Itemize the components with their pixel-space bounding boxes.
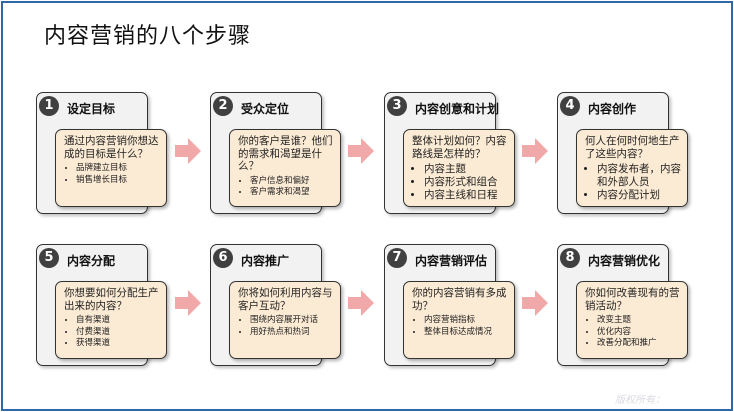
- step-number-badge: 7: [387, 248, 407, 268]
- watermark-text: 版权所有：: [615, 395, 665, 406]
- step-bullets: 改变主题 优化内容 改善分配和推广: [585, 315, 681, 350]
- step-card-4: 4 内容创作 何人在何时何地生产了这些内容？ 内容发布者，内容和外部人员 内容分…: [557, 92, 697, 214]
- step-title: 内容创意和计划: [415, 102, 500, 116]
- step-bullets: 内容主题 内容形式和组合 内容主线和日程: [412, 163, 508, 202]
- step-detail-card: 整体计划如何？内容路线是怎样的？ 内容主题 内容形式和组合 内容主线和日程: [403, 129, 515, 207]
- bullet-item: 客户信息和偏好: [250, 176, 334, 188]
- bullet-item: 获得渠道: [76, 338, 160, 350]
- step-card-2: 2 受众定位 你的客户是谁？他们的需求和渴望是什么？ 客户信息和偏好 客户需求和…: [210, 92, 350, 214]
- step-detail-card: 何人在何时何地生产了这些内容？ 内容发布者，内容和外部人员 内容分配计划: [576, 129, 688, 207]
- right-arrow-icon: [175, 290, 201, 316]
- step-detail-card: 你如何改善现有的营销活动？ 改变主题 优化内容 改善分配和推广: [576, 281, 688, 359]
- step-question: 你的客户是谁？他们的需求和渴望是什么？: [238, 135, 333, 172]
- step-bullets: 围绕内容展开对话 用好热点和热词: [238, 315, 334, 338]
- right-arrow-icon: [522, 138, 548, 164]
- right-arrow-icon: [348, 138, 374, 164]
- step-number-badge: 8: [560, 248, 580, 268]
- step-question: 你如何改善现有的营销活动？: [585, 287, 680, 312]
- step-question: 何人在何时何地生产了这些内容？: [585, 135, 680, 160]
- step-number-badge: 6: [213, 248, 233, 268]
- step-detail-card: 你的客户是谁？他们的需求和渴望是什么？ 客户信息和偏好 客户需求和渴望: [229, 129, 341, 207]
- bullet-item: 改变主题: [597, 315, 681, 327]
- bullet-item: 内容营销指标: [424, 315, 508, 327]
- step-bullets: 品牌建立目标 销售增长目标: [64, 163, 160, 186]
- step-title: 内容推广: [241, 254, 290, 268]
- step-card-7: 7 内容营销评估 你的内容营销有多成功？ 内容营销指标 整体目标达成情况: [384, 244, 524, 366]
- step-detail-card: 通过内容营销你想达成的目标是什么？ 品牌建立目标 销售增长目标: [55, 129, 167, 207]
- right-arrow-icon: [175, 138, 201, 164]
- step-title: 内容营销优化: [588, 254, 661, 268]
- step-title: 内容分配: [67, 254, 116, 268]
- bullet-item: 品牌建立目标: [76, 163, 160, 175]
- step-title: 内容营销评估: [415, 254, 488, 268]
- bullet-item: 自有渠道: [76, 315, 160, 327]
- bullet-item: 改善分配和推广: [597, 338, 681, 350]
- bullet-item: 内容发布者，内容和外部人员: [597, 163, 681, 189]
- bullet-item: 客户需求和渴望: [250, 187, 334, 199]
- bullet-item: 整体目标达成情况: [424, 327, 508, 339]
- step-number-badge: 2: [213, 96, 233, 116]
- step-detail-card: 你将如何利用内容与客户互动？ 围绕内容展开对话 用好热点和热词: [229, 281, 341, 359]
- step-question: 你的内容营销有多成功？: [412, 287, 507, 312]
- bullet-item: 内容主线和日程: [424, 189, 508, 202]
- bullet-item: 内容分配计划: [597, 189, 681, 202]
- step-question: 通过内容营销你想达成的目标是什么？: [64, 135, 159, 160]
- step-card-5: 5 内容分配 你想要如何分配生产出来的内容？ 自有渠道 付费渠道 获得渠道: [36, 244, 176, 366]
- step-detail-card: 你的内容营销有多成功？ 内容营销指标 整体目标达成情况: [403, 281, 515, 359]
- step-title: 受众定位: [241, 102, 290, 116]
- step-bullets: 自有渠道 付费渠道 获得渠道: [64, 315, 160, 350]
- bullet-item: 围绕内容展开对话: [250, 315, 334, 327]
- step-bullets: 客户信息和偏好 客户需求和渴望: [238, 176, 334, 199]
- step-bullets: 内容营销指标 整体目标达成情况: [412, 315, 508, 338]
- step-number-badge: 3: [387, 96, 407, 116]
- bullet-item: 优化内容: [597, 327, 681, 339]
- step-title: 设定目标: [67, 102, 116, 116]
- step-question: 整体计划如何？内容路线是怎样的？: [412, 135, 507, 160]
- right-arrow-icon: [348, 290, 374, 316]
- bullet-item: 用好热点和热词: [250, 327, 334, 339]
- step-number-badge: 1: [39, 96, 59, 116]
- step-card-3: 3 内容创意和计划 整体计划如何？内容路线是怎样的？ 内容主题 内容形式和组合 …: [384, 92, 524, 214]
- page-title: 内容营销的八个步骤: [44, 24, 252, 49]
- bullet-item: 销售增长目标: [76, 175, 160, 187]
- step-card-6: 6 内容推广 你将如何利用内容与客户互动？ 围绕内容展开对话 用好热点和热词: [210, 244, 350, 366]
- bullet-item: 内容主题: [424, 163, 508, 176]
- step-title: 内容创作: [588, 102, 637, 116]
- right-arrow-icon: [522, 290, 548, 316]
- step-question: 你想要如何分配生产出来的内容？: [64, 287, 159, 312]
- step-bullets: 内容发布者，内容和外部人员 内容分配计划: [585, 163, 681, 202]
- step-question: 你将如何利用内容与客户互动？: [238, 287, 333, 312]
- bullet-item: 付费渠道: [76, 327, 160, 339]
- bullet-item: 内容形式和组合: [424, 176, 508, 189]
- step-card-1: 1 设定目标 通过内容营销你想达成的目标是什么？ 品牌建立目标 销售增长目标: [36, 92, 176, 214]
- step-number-badge: 5: [39, 248, 59, 268]
- step-number-badge: 4: [560, 96, 580, 116]
- step-card-8: 8 内容营销优化 你如何改善现有的营销活动？ 改变主题 优化内容 改善分配和推广: [557, 244, 697, 366]
- step-detail-card: 你想要如何分配生产出来的内容？ 自有渠道 付费渠道 获得渠道: [55, 281, 167, 359]
